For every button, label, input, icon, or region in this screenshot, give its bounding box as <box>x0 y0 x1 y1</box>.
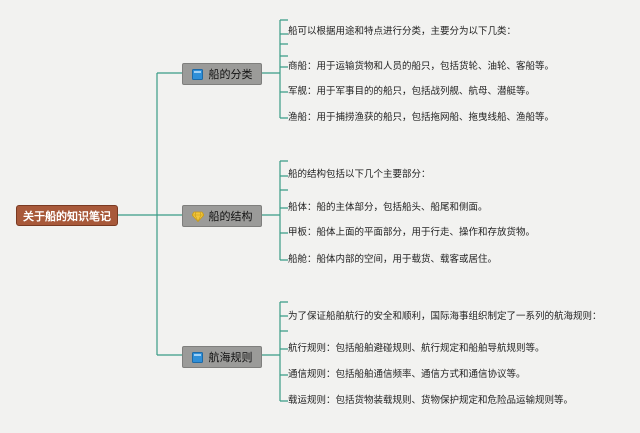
leaf-text: 船体：船的主体部分，包括船头、船尾和侧面。 <box>288 202 488 213</box>
leaf-text: 船可以根据用途和特点进行分类，主要分为以下几类： <box>288 26 517 37</box>
leaf-text: 通信规则：包括船舶通信频率、通信方式和通信协议等。 <box>288 369 526 380</box>
leaf-text: 船舱：船体内部的空间，用于载货、载客或居住。 <box>288 254 498 265</box>
branch-navigation-rules[interactable]: 航海规则 <box>182 346 262 368</box>
branch-ship-structure[interactable]: 船的结构 <box>182 205 262 227</box>
leaf-text: 商船：用于运输货物和人员的船只，包括货轮、油轮、客船等。 <box>288 61 555 72</box>
leaf-connector-3 <box>262 301 288 402</box>
leaf-text: 甲板：船体上面的平面部分，用于行走、操作和存放货物。 <box>288 227 536 238</box>
blue-book-icon <box>192 351 204 363</box>
leaf-text: 为了保证船舶航行的安全和顺利，国际海事组织制定了一系列的航海规则： <box>288 311 602 322</box>
leaf-connector-1 <box>262 19 288 119</box>
leaf-text: 航行规则：包括船舶避碰规则、航行规定和船舶导航规则等。 <box>288 343 545 354</box>
blue-book-icon <box>192 68 204 80</box>
leaf-text: 渔船：用于捕捞渔获的船只，包括拖网船、拖曳线船、渔船等。 <box>288 112 555 123</box>
leaf-text: 军舰：用于军事目的的船只，包括战列舰、航母、潜艇等。 <box>288 86 536 97</box>
branch-label: 船的结构 <box>208 210 253 223</box>
leaf-connector-2 <box>262 160 288 261</box>
leaf-text: 载运规则：包括货物装载规则、货物保护规定和危险品运输规则等。 <box>288 395 574 406</box>
branch-ship-types[interactable]: 船的分类 <box>182 63 262 85</box>
gem-icon <box>191 210 204 222</box>
branch-label: 船的分类 <box>208 68 253 81</box>
leaf-text: 船的结构包括以下几个主要部分： <box>288 169 431 180</box>
branch-label: 航海规则 <box>208 351 253 364</box>
root-node[interactable]: 关于船的知识笔记 <box>16 205 118 226</box>
